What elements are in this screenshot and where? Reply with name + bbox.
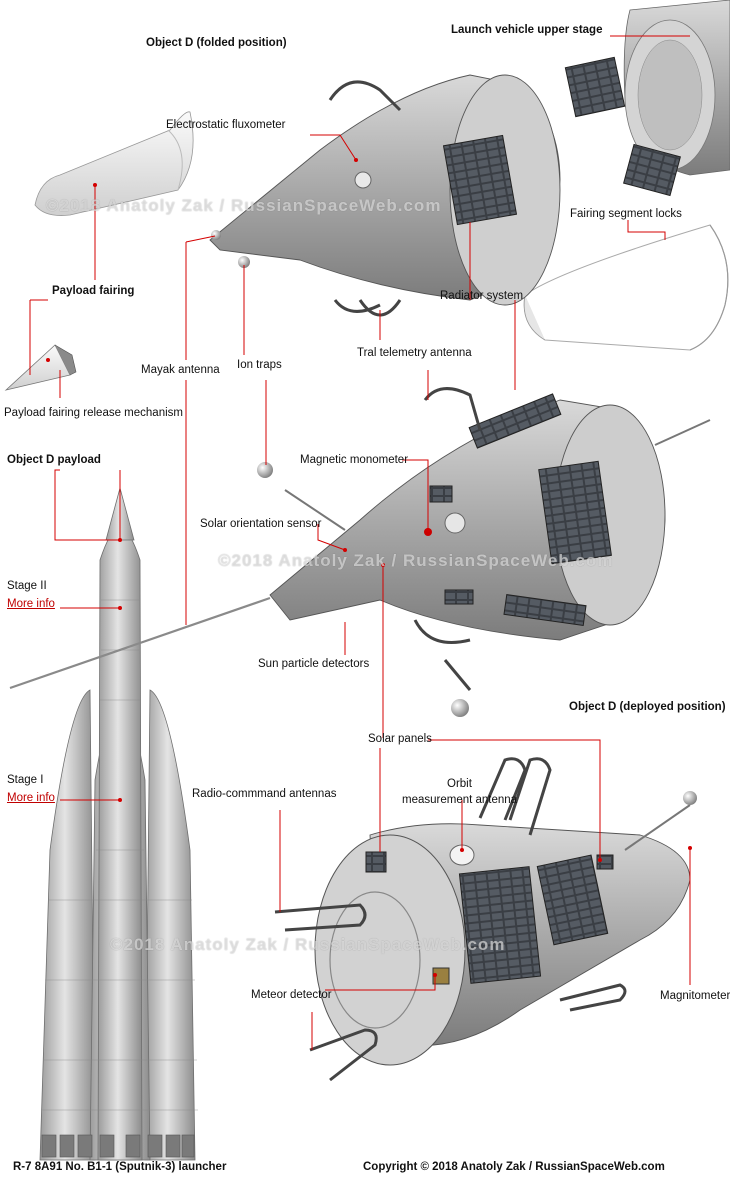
watermark-middle: ©2018 Anatoly Zak / RussianSpaceWeb.com	[218, 551, 614, 570]
link-stage2-more-info[interactable]: More info	[7, 598, 55, 610]
copyright-text: Copyright © 2018 Anatoly Zak / RussianSp…	[363, 1161, 665, 1173]
label-fluxometer: Electrostatic fluxometer	[166, 119, 286, 131]
label-orbit-line1: Orbit	[447, 778, 472, 790]
label-solar-panels: Solar panels	[368, 733, 432, 745]
title-folded: Object D (folded position)	[146, 37, 287, 49]
label-stage2: Stage II	[7, 580, 47, 592]
label-meteor: Meteor detector	[251, 989, 332, 1001]
label-magnitometer: Magnitometer	[660, 990, 730, 1002]
title-launcher: R-7 8A91 No. B1-1 (Sputnik-3) launcher	[13, 1161, 227, 1173]
link-stage1-more-info[interactable]: More info	[7, 792, 55, 804]
leader-dots	[46, 158, 692, 977]
title-upper-stage: Launch vehicle upper stage	[451, 24, 603, 36]
title-payload: Object D payload	[7, 454, 101, 466]
label-sun-particle: Sun particle detectors	[258, 658, 370, 670]
leader-lines	[29, 35, 691, 1050]
label-release-mechanism: Payload fairing release mechanism	[4, 407, 183, 419]
label-ion-traps: Ion traps	[237, 359, 282, 371]
label-payload-fairing: Payload fairing	[52, 285, 135, 297]
label-radiator: Radiator system	[440, 290, 524, 302]
label-solar-sensor: Solar orientation sensor	[200, 518, 322, 530]
title-deployed: Object D (deployed position)	[569, 701, 726, 713]
object-d-folded	[209, 74, 561, 317]
object-d-deployed	[257, 387, 711, 717]
watermark-top: ©2018 Anatoly Zak / RussianSpaceWeb.com	[46, 196, 442, 215]
fairing-segment	[523, 224, 729, 351]
payload-fairing-half	[34, 111, 194, 216]
fairing-release-mechanism-small	[4, 344, 77, 391]
watermark-bottom: ©2018 Anatoly Zak / RussianSpaceWeb.com	[110, 935, 506, 954]
label-stage1: Stage I	[7, 774, 44, 786]
label-orbit-line2: measurement antenna	[402, 794, 518, 806]
label-magnetic: Magnetic monometer	[300, 454, 409, 466]
launch-vehicle-upper-stage	[564, 0, 730, 197]
object-d-rear-view	[274, 757, 697, 1082]
r7-launcher	[39, 478, 198, 1161]
label-radio-command: Radio-commmand antennas	[192, 788, 337, 800]
label-fairing-locks: Fairing segment locks	[570, 208, 682, 220]
label-tral: Tral telemetry antenna	[357, 347, 472, 359]
mayak-antenna-boom	[9, 596, 271, 690]
label-mayak: Mayak antenna	[141, 364, 220, 376]
